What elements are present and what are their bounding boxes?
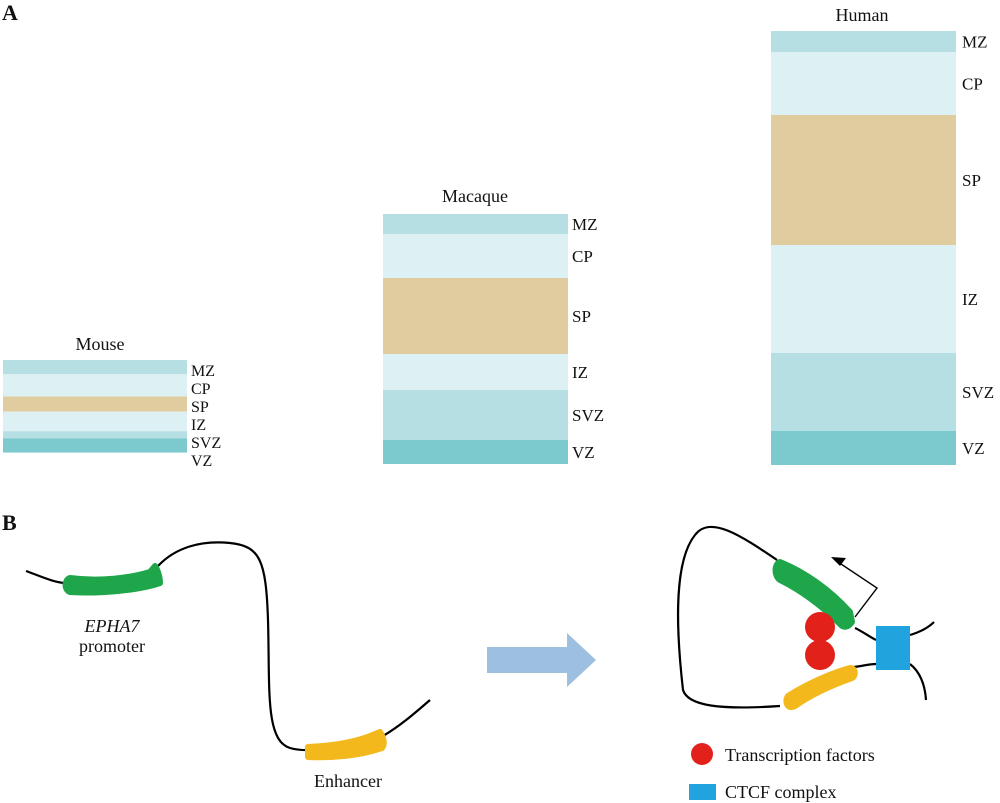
transcription-direction-arrow bbox=[834, 559, 879, 618]
species-title-macaque: Macaque bbox=[442, 186, 508, 206]
looped-chromatin bbox=[676, 525, 935, 710]
layer-label-vz: VZ bbox=[191, 453, 212, 470]
layer-svz-macaque bbox=[383, 390, 568, 440]
promoter-gene-label: EPHA7 bbox=[84, 616, 141, 636]
layer-label-svz: SVZ bbox=[962, 383, 994, 402]
layer-label-cp: CP bbox=[572, 247, 593, 266]
layer-label-cp: CP bbox=[191, 381, 211, 398]
legend-label-transcription-factors: Transcription factors bbox=[725, 745, 875, 765]
layer-label-cp: CP bbox=[962, 75, 983, 94]
dna-loop bbox=[676, 525, 935, 709]
layer-iz-human bbox=[771, 245, 956, 353]
enhancer-label: Enhancer bbox=[314, 771, 382, 791]
species-column-macaque: Macaque MZ CP SP IZ SVZ VZ bbox=[383, 186, 604, 464]
layer-label-vz: VZ bbox=[962, 439, 985, 458]
layer-cp-human bbox=[771, 52, 956, 115]
layer-label-svz: SVZ bbox=[572, 406, 604, 425]
legend: Transcription factors CTCF complex bbox=[689, 743, 875, 802]
layer-label-sp: SP bbox=[572, 307, 591, 326]
panel-b-label: B bbox=[2, 510, 17, 535]
layer-label-iz: IZ bbox=[572, 363, 588, 382]
panel-a-label: A bbox=[2, 0, 18, 25]
legend-label-ctcf-complex: CTCF complex bbox=[725, 782, 837, 802]
layer-label-mz: MZ bbox=[191, 363, 215, 380]
layer-cp-macaque bbox=[383, 234, 568, 278]
layer-mz-mouse bbox=[3, 360, 187, 375]
layer-sp-mouse bbox=[3, 396, 187, 412]
transcription-factor bbox=[805, 640, 835, 670]
layer-label-iz: IZ bbox=[962, 290, 978, 309]
enhancer-region bbox=[305, 729, 387, 761]
layer-label-svz: SVZ bbox=[191, 435, 221, 452]
layer-label-sp: SP bbox=[191, 399, 209, 416]
layer-vz-macaque bbox=[383, 440, 568, 464]
layer-label-mz: MZ bbox=[962, 33, 988, 52]
layer-label-sp: SP bbox=[962, 171, 981, 190]
linear-chromatin: EPHA7 promoter Enhancer bbox=[25, 541, 431, 791]
species-column-human: Human MZ CP SP IZ SVZ VZ bbox=[771, 5, 994, 465]
layer-mz-macaque bbox=[383, 214, 568, 234]
species-title-human: Human bbox=[836, 5, 889, 25]
layer-sp-human bbox=[771, 115, 956, 245]
layer-label-iz: IZ bbox=[191, 417, 206, 434]
promoter-region bbox=[772, 559, 855, 630]
legend-blue-square-icon bbox=[689, 784, 716, 800]
layer-label-vz: VZ bbox=[572, 443, 595, 462]
layer-vz-human bbox=[771, 431, 956, 465]
promoter-word-label: promoter bbox=[79, 636, 145, 656]
layer-mz-human bbox=[771, 31, 956, 52]
layer-vz-mouse bbox=[3, 438, 187, 453]
promoter-region bbox=[62, 563, 163, 596]
layer-svz-mouse bbox=[3, 431, 187, 439]
layer-iz-macaque bbox=[383, 354, 568, 390]
layer-svz-human bbox=[771, 353, 956, 431]
arrowhead-icon bbox=[831, 557, 846, 566]
transition-arrow-icon bbox=[487, 633, 596, 687]
ctcf-complex bbox=[876, 626, 910, 670]
layer-iz-mouse bbox=[3, 411, 187, 432]
enhancer-region bbox=[783, 665, 858, 710]
legend-red-circle-icon bbox=[691, 743, 713, 765]
layer-cp-mouse bbox=[3, 374, 187, 397]
layer-sp-macaque bbox=[383, 278, 568, 354]
transcription-factor bbox=[805, 612, 835, 642]
species-title-mouse: Mouse bbox=[76, 334, 125, 354]
layer-label-mz: MZ bbox=[572, 215, 598, 234]
